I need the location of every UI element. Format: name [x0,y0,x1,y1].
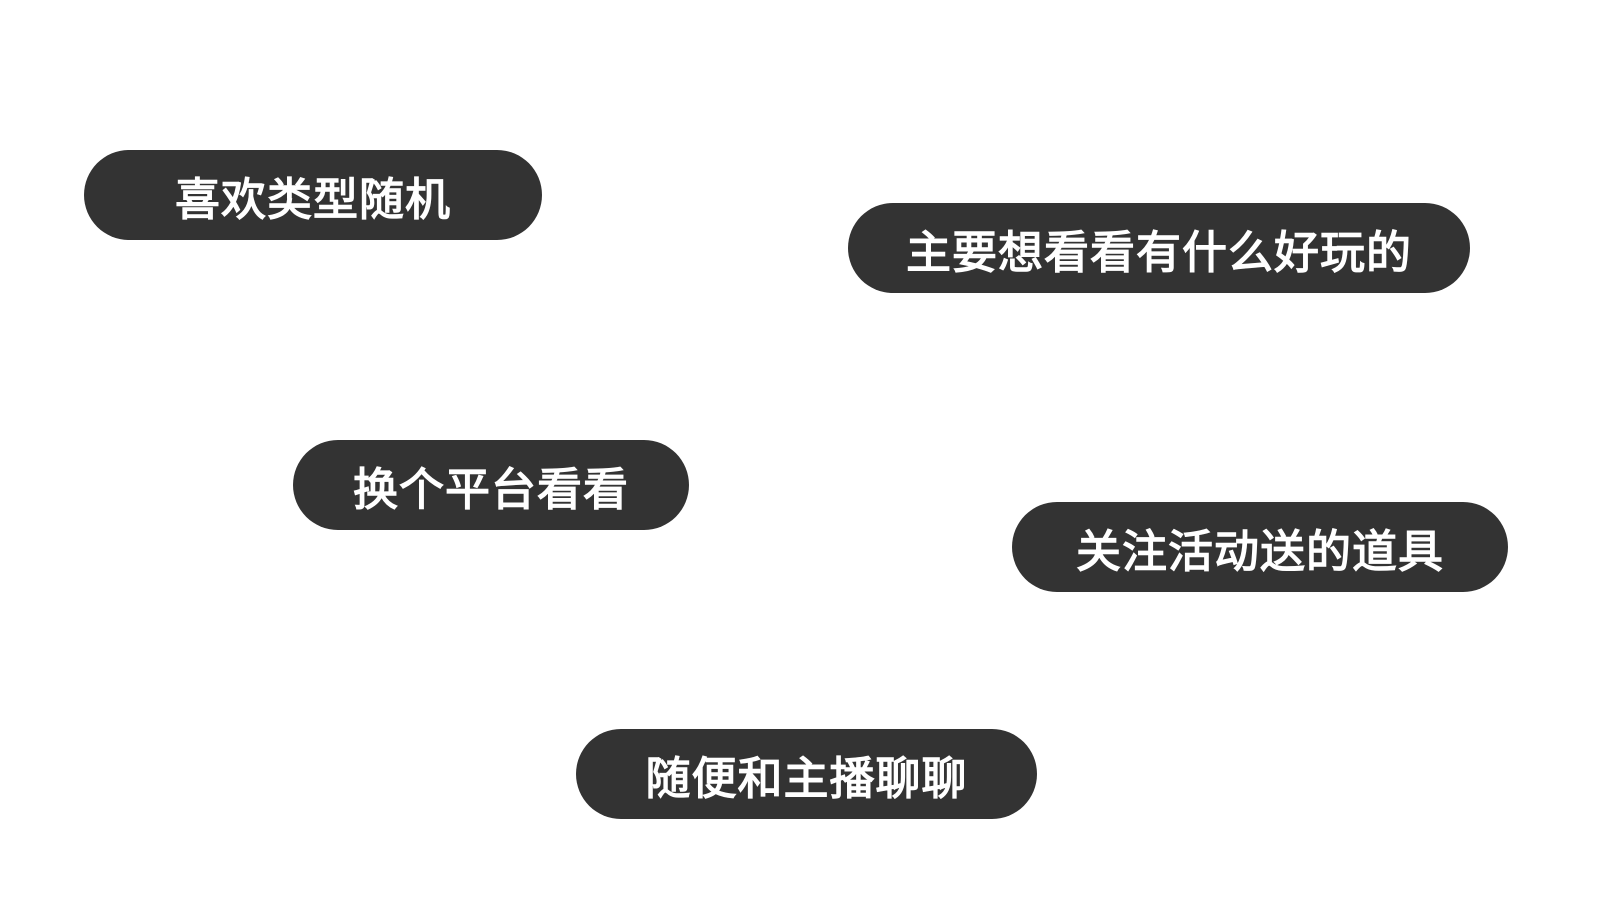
reason-text: 主要想看看有什么好玩的 [905,225,1412,279]
reason-text: 喜欢类型随机 [174,172,451,226]
reason-text: 随便和主播聊聊 [645,751,968,805]
reason-bubble-try-other-platform: 换个平台看看 [293,440,689,530]
reason-bubble-see-whats-fun: 主要想看看有什么好玩的 [848,203,1470,293]
reason-text: 关注活动送的道具 [1075,524,1444,578]
reason-bubble-like-random-type: 喜欢类型随机 [84,150,542,240]
reason-bubble-follow-event-items: 关注活动送的道具 [1012,502,1508,592]
reason-bubble-chat-with-streamer: 随便和主播聊聊 [576,729,1037,819]
reason-text: 换个平台看看 [352,462,629,516]
